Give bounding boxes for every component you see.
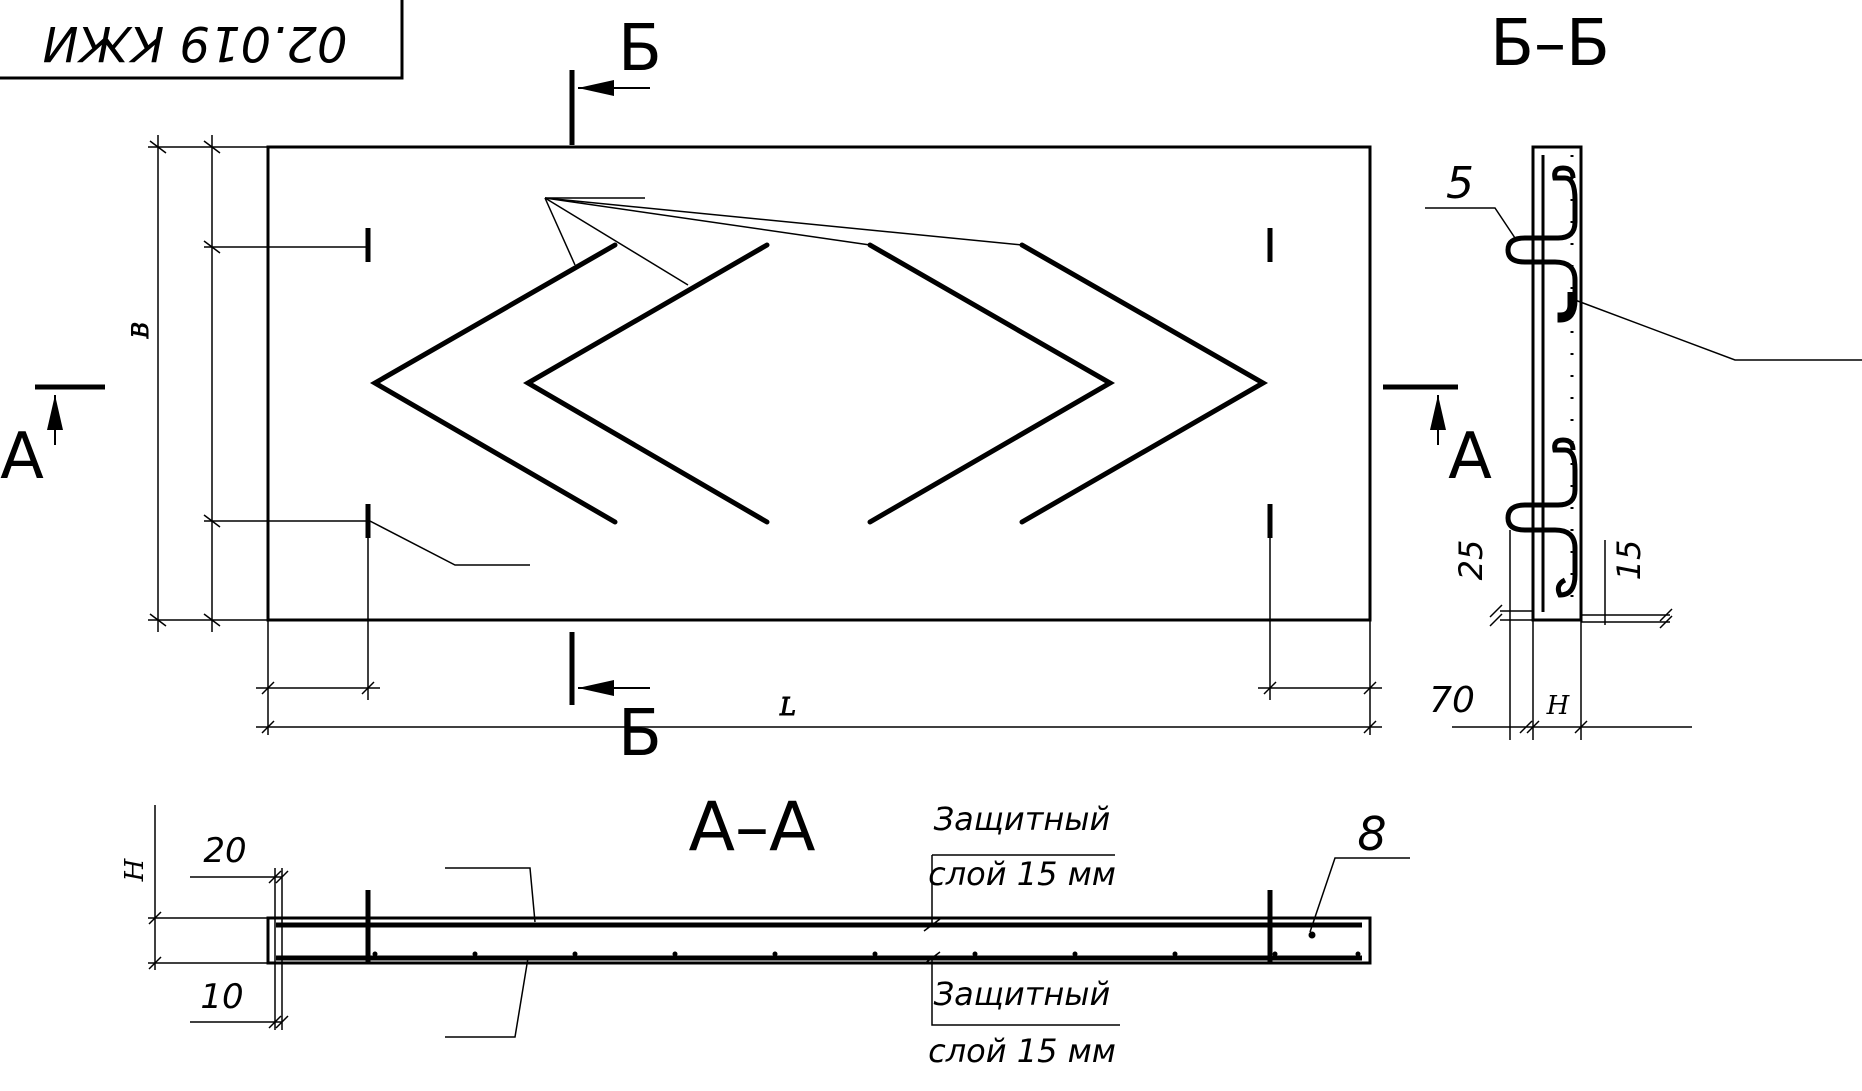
chevron-bars — [369, 242, 1269, 525]
chevron-bar-left-inner — [523, 242, 770, 525]
section-bb-title: Б–Б — [1490, 7, 1610, 81]
cut-b-bottom-label: Б — [618, 697, 662, 771]
pos-5-label: 5 — [1446, 158, 1474, 209]
section-bb — [1425, 145, 1862, 740]
section-aa-title: А–А — [688, 788, 815, 867]
cut-b-top-label: Б — [618, 12, 662, 86]
dim-25-label: 25 — [1452, 540, 1490, 581]
dim-70-label: 70 — [1429, 680, 1475, 721]
cut-markers — [35, 70, 1458, 705]
stamp-code: 02.019 КЖИ — [43, 15, 348, 71]
leader-line-loop — [367, 519, 530, 566]
cut-a-left-label: А — [0, 420, 44, 494]
chevron-bar-right-inner — [867, 242, 1116, 525]
cover-bottom-line2: слой 15 мм — [928, 1032, 1116, 1070]
pos-8-label: 8 — [1357, 807, 1386, 861]
lifting-loops-plan — [365, 228, 1273, 538]
cover-bottom-line1: Защитный — [934, 975, 1111, 1013]
dim-L — [256, 538, 1382, 735]
cover-top-line2: слой 15 мм — [928, 855, 1116, 893]
dim-B — [148, 135, 368, 632]
cut-a-right-label: А — [1448, 420, 1492, 494]
section-aa-outline — [266, 916, 1372, 965]
dim-H-bb-label: H — [1546, 691, 1571, 721]
leader-lines-chevrons — [544, 197, 1023, 286]
dim-H-aa-label: H — [120, 857, 150, 882]
stamp-box: 02.019 КЖИ — [0, 0, 404, 80]
dim-L-label: L — [779, 693, 796, 721]
chevron-bar-right-outer — [1019, 242, 1269, 525]
section-bb-outline — [1531, 145, 1583, 622]
cover-top-line1: Защитный — [934, 800, 1111, 838]
slab-outline — [266, 145, 1372, 622]
loop-bb-lower — [1505, 437, 1578, 598]
section-aa — [148, 805, 1410, 1038]
dim-20-label: 20 — [203, 831, 246, 871]
chevron-bar-left-outer — [369, 242, 618, 525]
dim-15-label: 15 — [1610, 540, 1648, 581]
dim-B-label: B — [129, 322, 154, 339]
dim-10-label: 10 — [200, 977, 243, 1017]
distribution-bar-dots — [372, 922, 1361, 957]
plan-view: B L — [129, 135, 1382, 735]
loop-bb-upper — [1505, 165, 1578, 323]
